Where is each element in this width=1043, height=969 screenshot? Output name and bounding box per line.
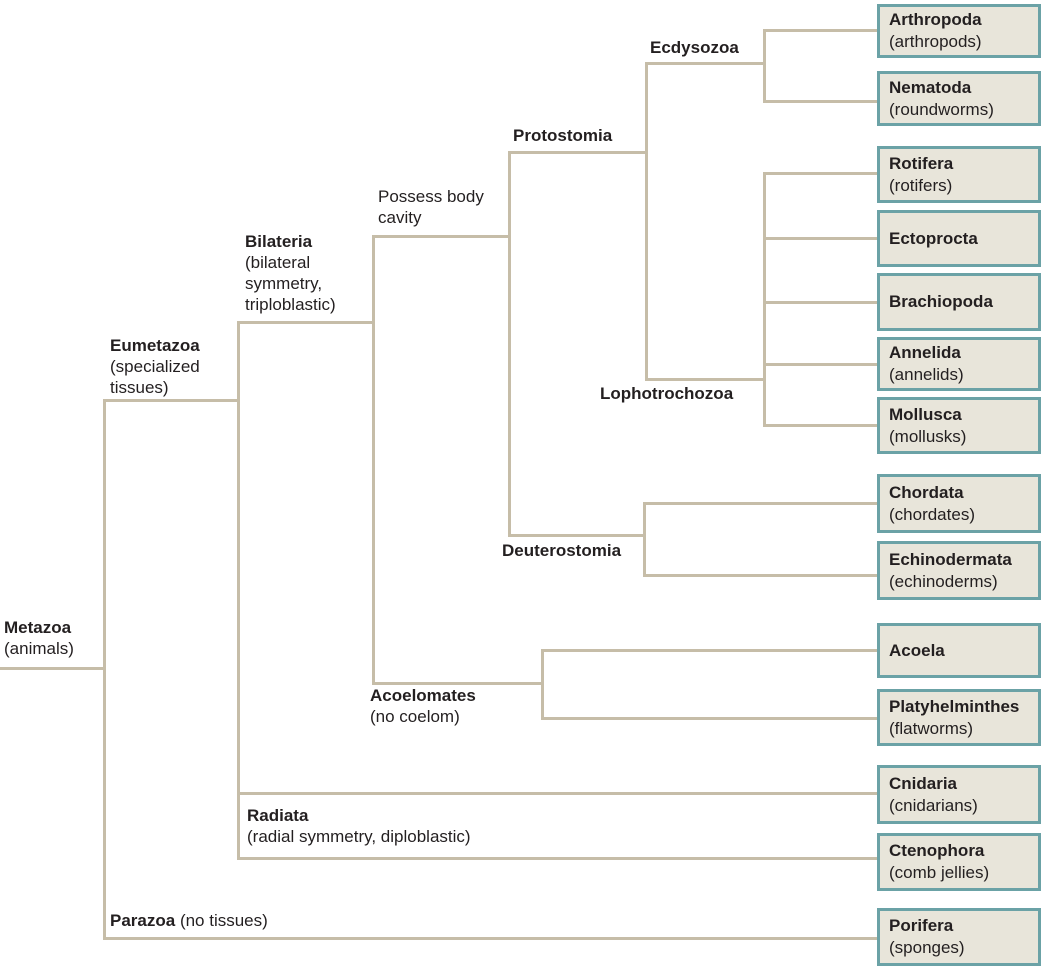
taxon-title: Brachiopoda bbox=[889, 292, 993, 311]
taxon-title: Ectoprocta bbox=[889, 228, 978, 248]
branch-mollusca bbox=[763, 424, 877, 427]
taxon-subtitle: (flatworms) bbox=[889, 718, 974, 738]
taxon-box-porifera: Porifera (sponges) bbox=[877, 908, 1041, 966]
node-name: Acoelomates bbox=[370, 686, 476, 705]
taxon-subtitle: (echinoderms) bbox=[889, 571, 998, 591]
node-description: (bilateral symmetry, triploblastic) bbox=[245, 253, 336, 314]
taxon-subtitle: (sponges) bbox=[889, 938, 965, 957]
node-description: (radial symmetry, diploblastic) bbox=[247, 827, 471, 846]
taxon-subtitle: (chordates) bbox=[889, 504, 975, 524]
taxon-subtitle: (arthropods) bbox=[889, 32, 982, 51]
branch-lophotrochozoa bbox=[645, 378, 766, 381]
branch-nematoda bbox=[763, 100, 877, 103]
taxon-box-acoela: Acoela bbox=[877, 623, 1041, 678]
node-name: Bilateria bbox=[245, 232, 313, 251]
taxon-subtitle: (annelids) bbox=[889, 365, 964, 384]
taxon-subtitle: (roundworms) bbox=[889, 99, 994, 119]
branch-platyhelminthes bbox=[541, 717, 877, 720]
taxon-box-cnidaria: Cnidaria (cnidarians) bbox=[877, 765, 1041, 824]
taxon-box-echinodermata: Echinodermata (echinoderms) bbox=[877, 541, 1041, 600]
taxon-title: Nematoda bbox=[889, 77, 972, 97]
node-label-bilateria: Bilateria (bilateral symmetry, triplobla… bbox=[245, 231, 355, 315]
taxon-box-annelida: Annelida (annelids) bbox=[877, 337, 1041, 391]
branch-body-cavity bbox=[372, 235, 511, 238]
branch-arthropoda bbox=[763, 29, 877, 32]
trunk-deuterostomia bbox=[643, 502, 646, 577]
trunk-bilateria bbox=[372, 235, 375, 685]
branch-acoelomates bbox=[372, 682, 544, 685]
taxon-box-brachiopoda: Brachiopoda bbox=[877, 273, 1041, 331]
node-description: (animals) bbox=[4, 639, 74, 658]
branch-ectoprocta bbox=[763, 237, 877, 240]
trunk-protostomia bbox=[645, 62, 648, 381]
node-label-ecdysozoa: Ecdysozoa bbox=[650, 37, 739, 58]
node-label-acoelomates: Acoelomates (no coelom) bbox=[370, 685, 530, 727]
taxon-subtitle: (cnidarians) bbox=[889, 795, 978, 815]
branch-bilateria bbox=[237, 321, 375, 324]
branch-ctenophora bbox=[237, 857, 877, 860]
taxon-box-ectoprocta: Ectoprocta bbox=[877, 210, 1041, 267]
node-label-lophotrochozoa: Lophotrochozoa bbox=[600, 383, 733, 404]
node-label-deuterostomia: Deuterostomia bbox=[502, 540, 621, 561]
branch-acoela bbox=[541, 649, 877, 652]
branch-annelida bbox=[763, 363, 877, 366]
node-label-metazoa: Metazoa (animals) bbox=[4, 617, 114, 659]
taxon-title: Acoela bbox=[889, 640, 945, 660]
taxon-box-rotifera: Rotifera (rotifers) bbox=[877, 146, 1041, 203]
trunk-metazoa bbox=[103, 399, 106, 940]
taxon-subtitle: (comb jellies) bbox=[889, 863, 990, 882]
node-label-radiata: Radiata (radial symmetry, diploblastic) bbox=[247, 805, 527, 847]
trunk-ecdysozoa bbox=[763, 29, 766, 103]
taxon-box-ctenophora: Ctenophora (comb jellies) bbox=[877, 833, 1041, 891]
taxon-box-chordata: Chordata (chordates) bbox=[877, 474, 1041, 533]
taxon-title: Platyhelminthes bbox=[889, 696, 1020, 716]
trunk-eumetazoa bbox=[237, 321, 240, 860]
node-description: (specialized tissues) bbox=[110, 357, 200, 397]
node-label-body-cavity: Possess body cavity bbox=[378, 186, 503, 228]
node-label-eumetazoa: Eumetazoa (specialized tissues) bbox=[110, 335, 222, 398]
branch-deuterostomia bbox=[508, 534, 646, 537]
taxon-box-mollusca: Mollusca (mollusks) bbox=[877, 397, 1041, 454]
node-label-parazoa: Parazoa (no tissues) bbox=[110, 910, 410, 931]
node-name: Deuterostomia bbox=[502, 541, 622, 560]
taxon-title: Porifera bbox=[889, 916, 954, 935]
node-name: Protostomia bbox=[513, 126, 613, 145]
trunk-lophotrochozoa bbox=[763, 172, 766, 427]
node-name: Parazoa bbox=[110, 911, 176, 930]
taxon-subtitle: (mollusks) bbox=[889, 426, 967, 446]
branch-chordata bbox=[643, 502, 877, 505]
taxon-title: Rotifera bbox=[889, 153, 954, 173]
branch-eumetazoa bbox=[103, 399, 240, 402]
branch-root bbox=[0, 667, 103, 670]
branch-protostomia bbox=[508, 151, 648, 154]
taxon-title: Annelida bbox=[889, 343, 961, 362]
branch-ecdysozoa bbox=[645, 62, 766, 65]
node-name: Possess body cavity bbox=[378, 187, 484, 227]
node-description: (no coelom) bbox=[370, 707, 460, 726]
taxon-title: Chordata bbox=[889, 482, 964, 502]
taxon-box-platyhelminthes: Platyhelminthes (flatworms) bbox=[877, 689, 1041, 746]
node-name: Lophotrochozoa bbox=[600, 384, 734, 403]
trunk-acoelomates bbox=[541, 649, 544, 720]
branch-echinodermata bbox=[643, 574, 877, 577]
taxon-title: Ctenophora bbox=[889, 841, 985, 860]
taxon-title: Arthropoda bbox=[889, 10, 982, 29]
taxon-title: Echinodermata bbox=[889, 549, 1012, 569]
taxon-box-nematoda: Nematoda (roundworms) bbox=[877, 71, 1041, 126]
taxon-subtitle: (rotifers) bbox=[889, 175, 953, 195]
node-name: Metazoa bbox=[4, 618, 72, 637]
node-description: (no tissues) bbox=[179, 911, 268, 930]
trunk-body-cavity bbox=[508, 151, 511, 537]
branch-brachiopoda bbox=[763, 301, 877, 304]
node-name: Eumetazoa bbox=[110, 336, 200, 355]
taxon-title: Mollusca bbox=[889, 404, 962, 424]
branch-rotifera bbox=[763, 172, 877, 175]
node-name: Radiata bbox=[247, 806, 309, 825]
taxon-box-arthropoda: Arthropoda (arthropods) bbox=[877, 4, 1041, 58]
branch-cnidaria bbox=[237, 792, 877, 795]
branch-parazoa bbox=[103, 937, 877, 940]
node-label-protostomia: Protostomia bbox=[513, 125, 612, 146]
taxon-title: Cnidaria bbox=[889, 773, 958, 793]
node-name: Ecdysozoa bbox=[650, 38, 739, 57]
